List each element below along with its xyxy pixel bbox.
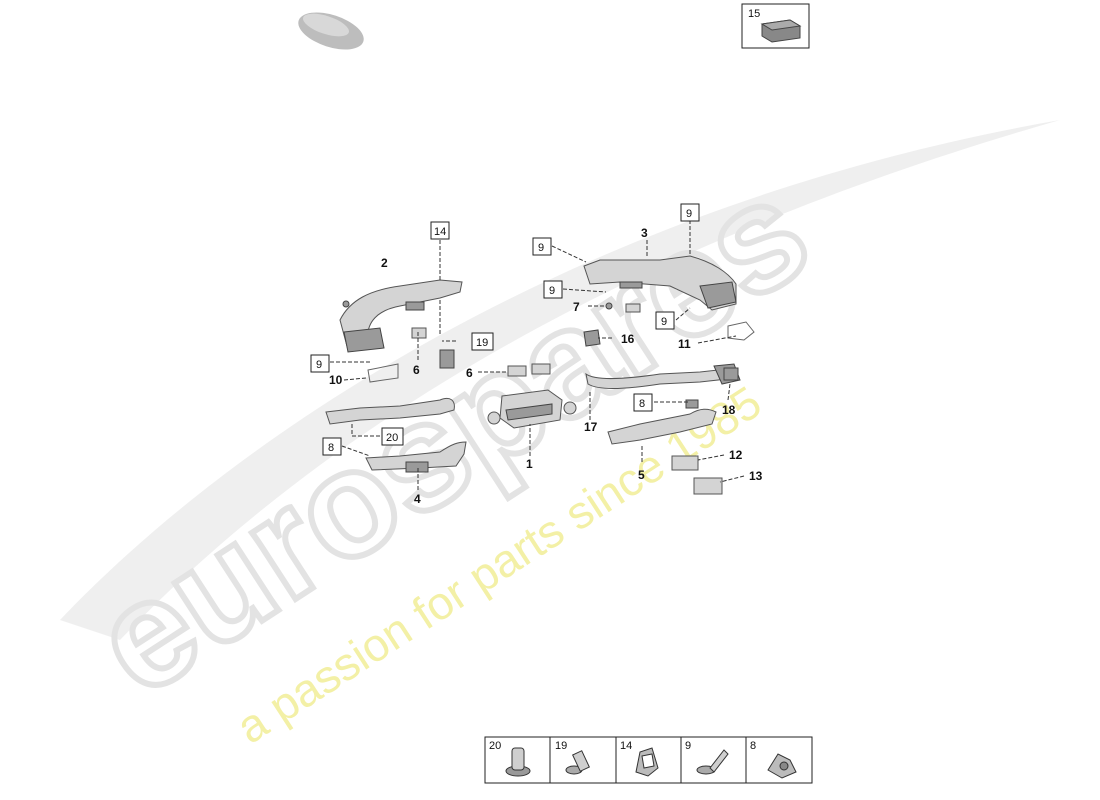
callout-13: 13: [749, 469, 763, 483]
boxed-ref-9-mid: 9: [543, 280, 563, 299]
callout-16: 16: [621, 332, 635, 346]
hardware-legend: 20 19 14 9 8: [484, 736, 813, 784]
svg-text:9: 9: [316, 359, 322, 371]
boxed-ref-9-top: 9: [532, 237, 552, 256]
callout-5: 5: [638, 468, 645, 482]
svg-text:9: 9: [549, 285, 555, 297]
legend-ref-14: 14: [620, 740, 632, 752]
callout-4: 4: [414, 492, 421, 506]
car-thumbnail: [298, 12, 364, 50]
callout-18: 18: [722, 403, 736, 417]
svg-text:9: 9: [661, 316, 667, 328]
expanding-fastener-icon: [767, 753, 797, 779]
callout-6-left: 6: [413, 363, 420, 377]
flat-head-screw-icon: [696, 749, 729, 775]
box-15-label: 15: [748, 8, 760, 20]
callout-7: 7: [573, 300, 580, 314]
part-2-handle: [339, 279, 463, 353]
callout-1: 1: [526, 457, 533, 471]
part-4-grip: [365, 441, 467, 473]
boxed-refs: 14 19 20 9 8 9 9 9: [310, 203, 700, 456]
leader-lines: [330, 220, 745, 490]
boxed-ref-20: 20: [381, 427, 404, 446]
part-11-seal: [727, 321, 755, 341]
part-16-bracket: [583, 329, 601, 347]
svg-text:9: 9: [538, 242, 544, 254]
watermark-swoosh: [60, 120, 1060, 640]
callout-12: 12: [729, 448, 743, 462]
part-7-18-pieces: [605, 302, 739, 409]
legend-ref-20: 20: [489, 740, 501, 752]
legend-ref-19: 19: [555, 740, 567, 752]
part-6-inserts: [411, 327, 551, 377]
callout-11: 11: [678, 337, 691, 351]
svg-text:19: 19: [476, 337, 488, 349]
part-5-grip: [607, 408, 717, 445]
svg-text:9: 9: [686, 208, 692, 220]
clip-icon: [635, 747, 659, 777]
part-15-box: 15: [741, 3, 810, 49]
callout-2: 2: [381, 256, 388, 270]
boxed-ref-19: 19: [471, 332, 494, 351]
svg-text:8: 8: [639, 398, 645, 410]
boxed-ref-8-right: 8: [633, 393, 653, 412]
boxed-ref-9-left: 9: [310, 354, 330, 373]
callouts: 2 3 6 6 7 10 11 16 17 18 1 4 5 12 13: [329, 226, 763, 506]
boxed-ref-9-right: 9: [655, 311, 675, 330]
legend-ref-9: 9: [685, 740, 691, 752]
svg-text:8: 8: [328, 442, 334, 454]
callout-10: 10: [329, 373, 343, 387]
part-3-handle: [583, 255, 737, 311]
part-12-13-modules: [671, 455, 723, 495]
part-1-lock-module: [487, 389, 577, 429]
svg-text:20: 20: [386, 432, 398, 444]
push-rivet-icon: [505, 747, 531, 777]
boxed-ref-8-left: 8: [322, 437, 342, 456]
boxed-ref-14: 14: [430, 221, 450, 240]
screw-icon: [565, 750, 590, 775]
svg-text:14: 14: [434, 226, 446, 238]
part-10-cover: [325, 363, 455, 425]
callout-3: 3: [641, 226, 648, 240]
boxed-ref-9-top-right: 9: [680, 203, 700, 222]
callout-6-right: 6: [466, 366, 473, 380]
watermark: eurospares a passion for parts since 198…: [60, 120, 1060, 753]
legend-ref-8: 8: [750, 740, 756, 752]
callout-17: 17: [584, 420, 598, 434]
